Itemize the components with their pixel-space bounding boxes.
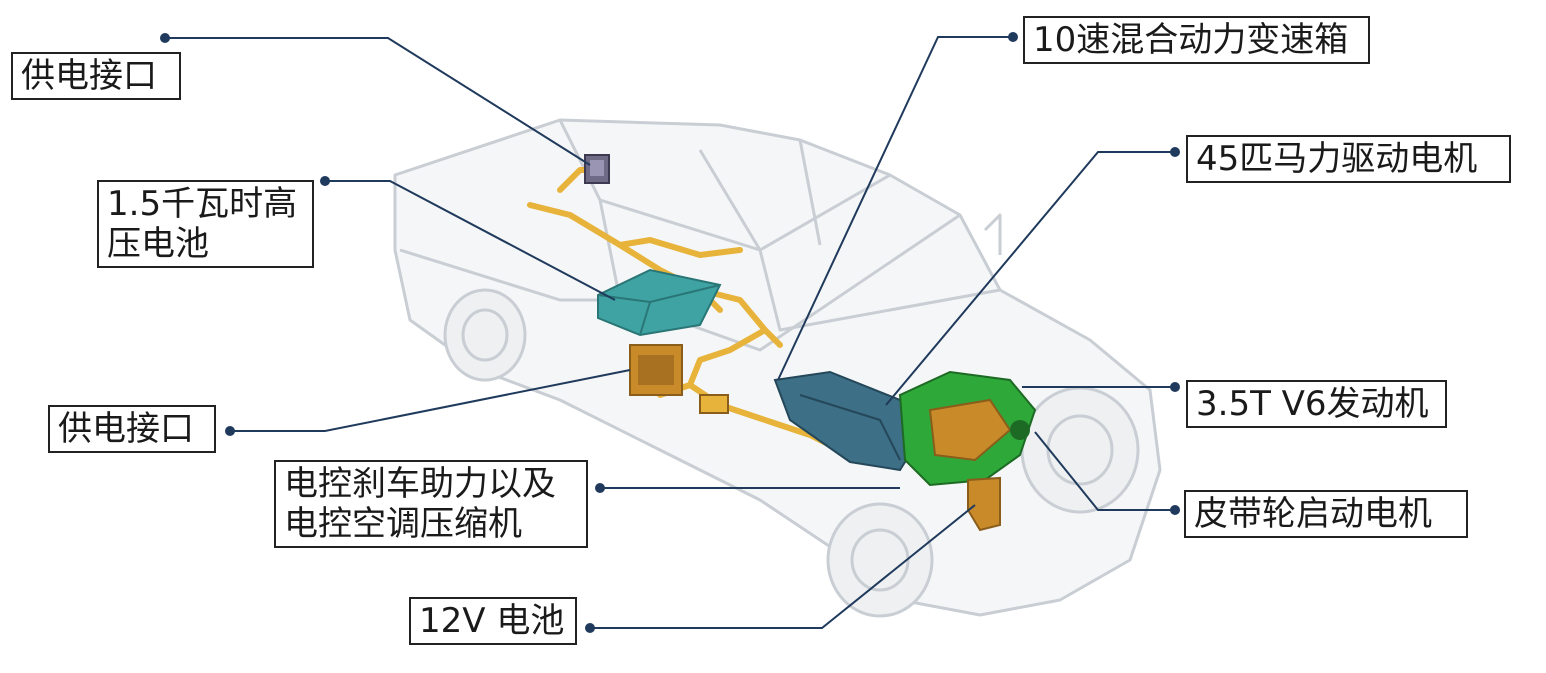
label-line: 压电池: [107, 224, 209, 264]
leader-drive-motor: [885, 151, 1175, 406]
leader-battery-12v: [590, 504, 976, 629]
dot-drive-motor: [1170, 147, 1180, 157]
power-port-lower-component: [629, 344, 729, 414]
leader-transmission: [777, 36, 1013, 381]
label-line: 10速混合动力变速箱: [1033, 20, 1349, 60]
label-line: 电控刹车助力以及: [284, 464, 556, 504]
label-line: 12V 电池: [419, 601, 565, 641]
label-engine: 3.5T V6发动机: [1186, 380, 1447, 428]
dot-transmission: [1008, 32, 1018, 42]
dot-engine: [1170, 382, 1180, 392]
dot-brake-ac: [595, 483, 605, 493]
label-power-port-lower: 供电接口: [48, 405, 216, 453]
label-battery-12v: 12V 电池: [409, 597, 577, 645]
leader-lines: [165, 36, 1175, 629]
label-transmission: 10速混合动力变速箱: [1023, 16, 1370, 64]
leader-power-port-top: [165, 37, 591, 166]
label-line: 电控空调压缩机: [284, 504, 522, 544]
label-hv-battery: 1.5千瓦时高 压电池: [97, 180, 314, 268]
battery-12v-component: [967, 476, 1001, 532]
label-brake-ac: 电控刹车助力以及 电控空调压缩机: [274, 460, 588, 548]
leader-dots: [160, 32, 1180, 633]
leader-belt-starter: [1034, 431, 1175, 511]
label-belt-starter: 皮带轮启动电机: [1184, 490, 1468, 538]
dot-power-port-top: [160, 33, 170, 43]
dot-battery-12v: [585, 623, 595, 633]
leader-power-port-lower: [230, 369, 631, 432]
label-line: 供电接口: [58, 409, 194, 449]
label-line: 45匹马力驱动电机: [1196, 139, 1478, 179]
leader-hv-battery: [325, 180, 616, 301]
dot-power-port-lower: [225, 426, 235, 436]
label-line: 皮带轮启动电机: [1194, 494, 1432, 534]
hv-battery-component: [597, 268, 722, 337]
label-line: 供电接口: [21, 56, 157, 96]
label-line: 3.5T V6发动机: [1196, 384, 1429, 424]
dot-hv-battery: [320, 176, 330, 186]
power-port-top-component: [584, 154, 610, 184]
label-line: 1.5千瓦时高: [107, 184, 298, 224]
dot-belt-starter: [1170, 505, 1180, 515]
engine-component: [898, 370, 1037, 487]
label-power-port-top: 供电接口: [11, 52, 181, 100]
label-drive-motor: 45匹马力驱动电机: [1186, 135, 1511, 183]
